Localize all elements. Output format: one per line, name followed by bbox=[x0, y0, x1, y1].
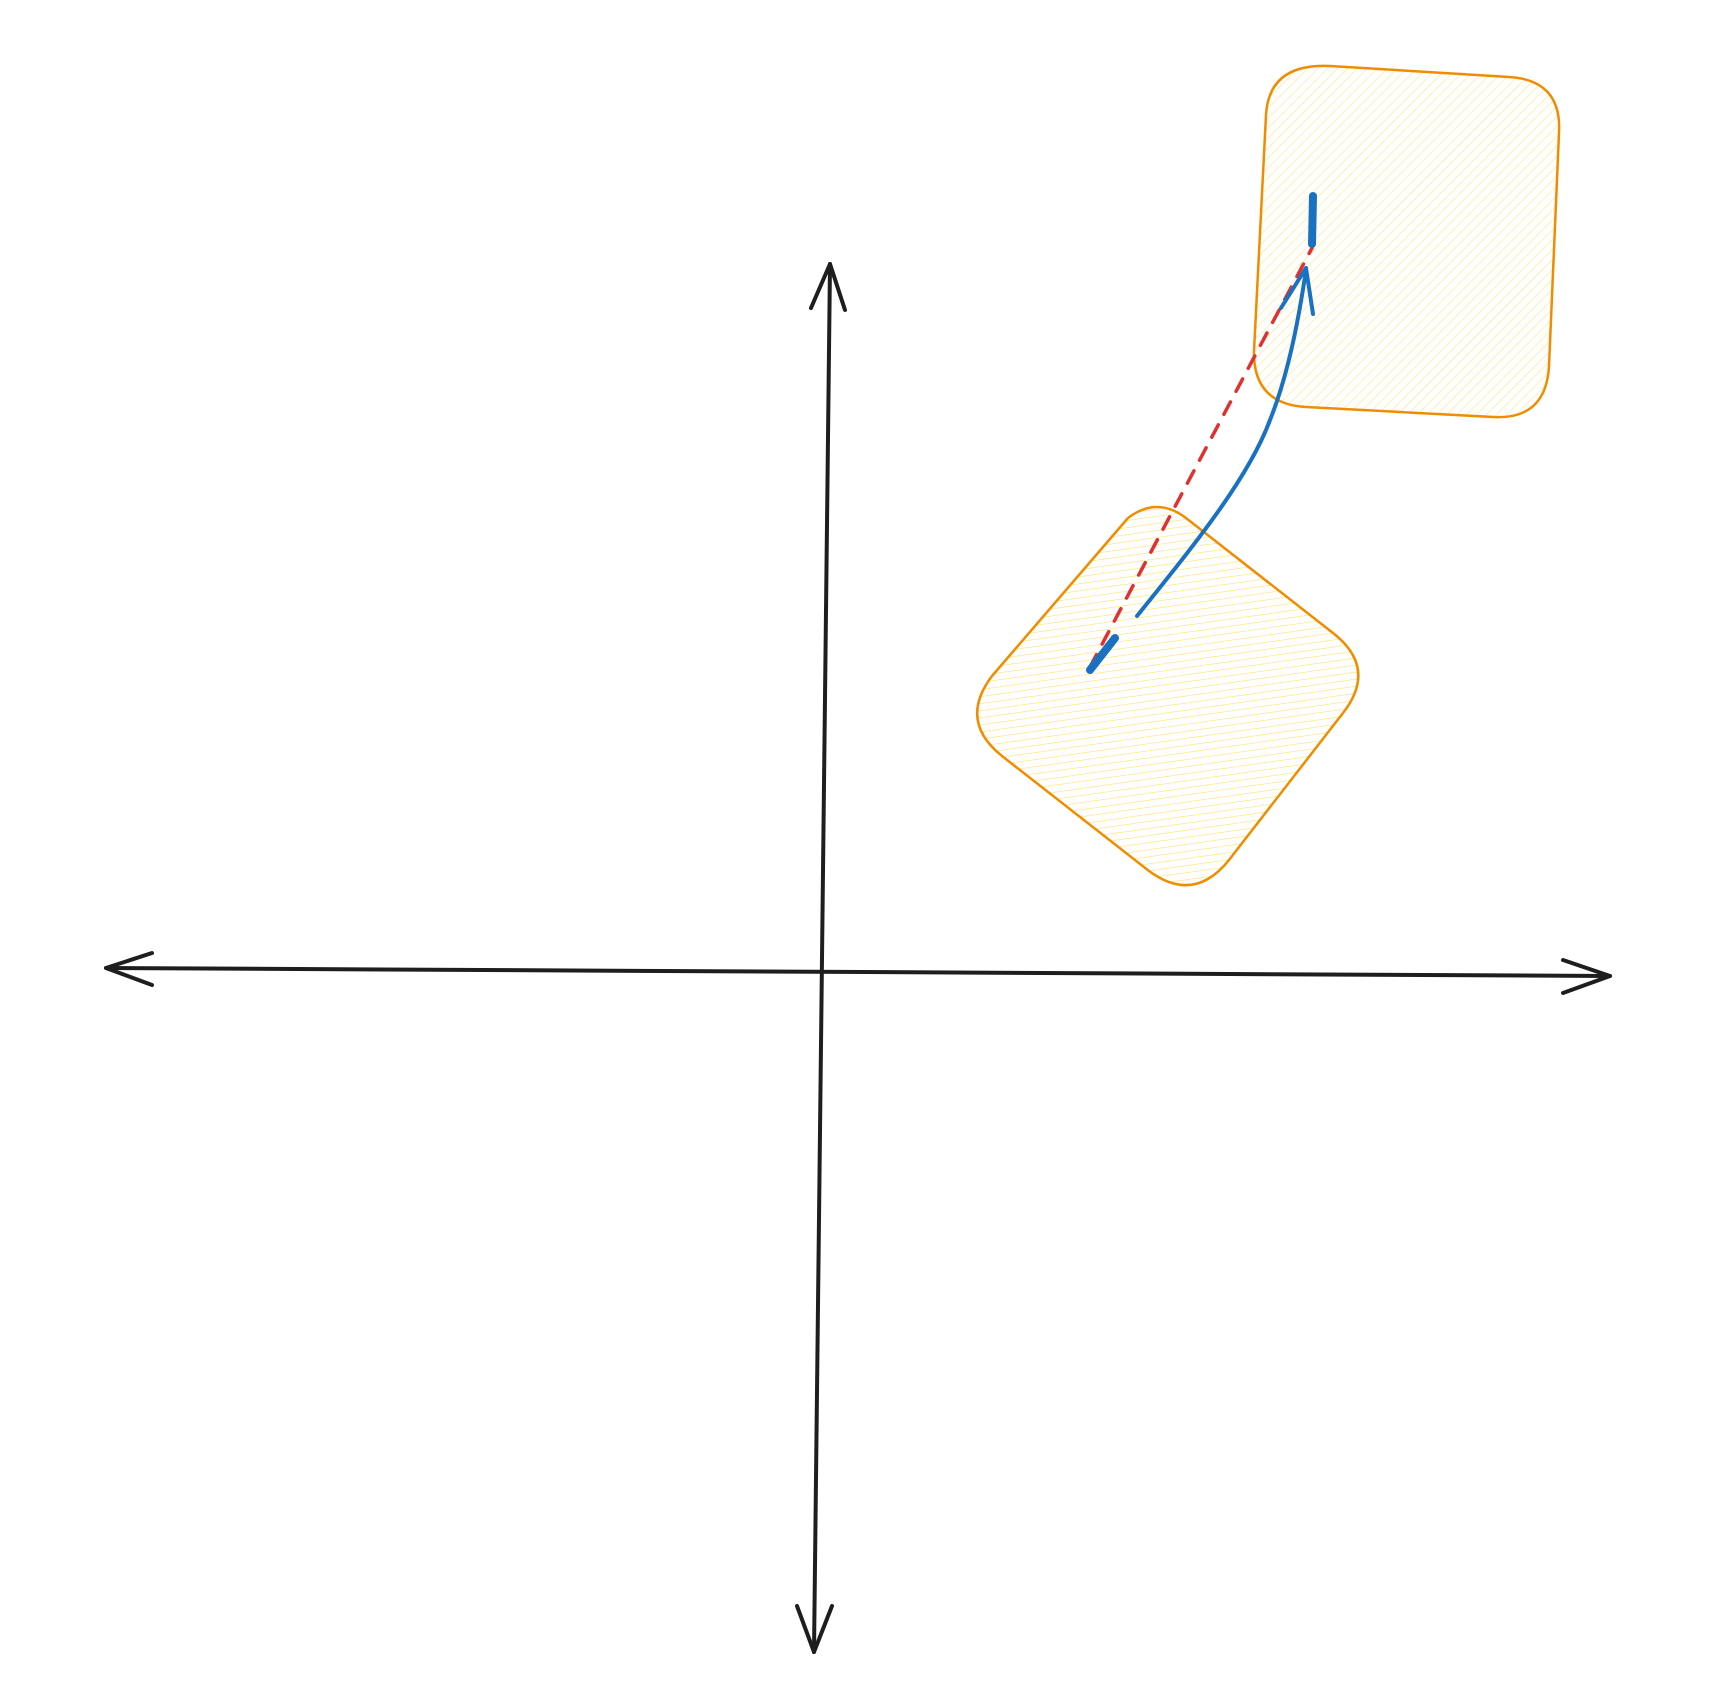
rotated-rounded-square[interactable] bbox=[975, 505, 1360, 887]
displacement-dashed-line bbox=[1088, 246, 1314, 669]
upright-square-fill bbox=[1253, 65, 1560, 418]
x-axis-line bbox=[104, 966, 1612, 978]
y-axis-bottom-arrowhead bbox=[795, 1604, 834, 1654]
x-axis-left-arrowhead bbox=[104, 951, 154, 987]
upright-rounded-square[interactable] bbox=[1252, 64, 1561, 419]
start-orientation-marker bbox=[1086, 634, 1119, 674]
y-axis-line bbox=[812, 262, 832, 1654]
x-axis-right-arrowhead bbox=[1561, 958, 1612, 995]
rotated-square-fill bbox=[977, 507, 1359, 886]
end-orientation-marker bbox=[1308, 192, 1317, 248]
motion-path-curve bbox=[1135, 268, 1308, 618]
coordinate-axes bbox=[104, 262, 1612, 1654]
rotated-square-outline bbox=[975, 505, 1360, 887]
motion-path-arrowhead bbox=[1279, 266, 1315, 316]
y-axis-top-arrowhead bbox=[809, 262, 847, 312]
upright-square-outline bbox=[1252, 64, 1561, 419]
